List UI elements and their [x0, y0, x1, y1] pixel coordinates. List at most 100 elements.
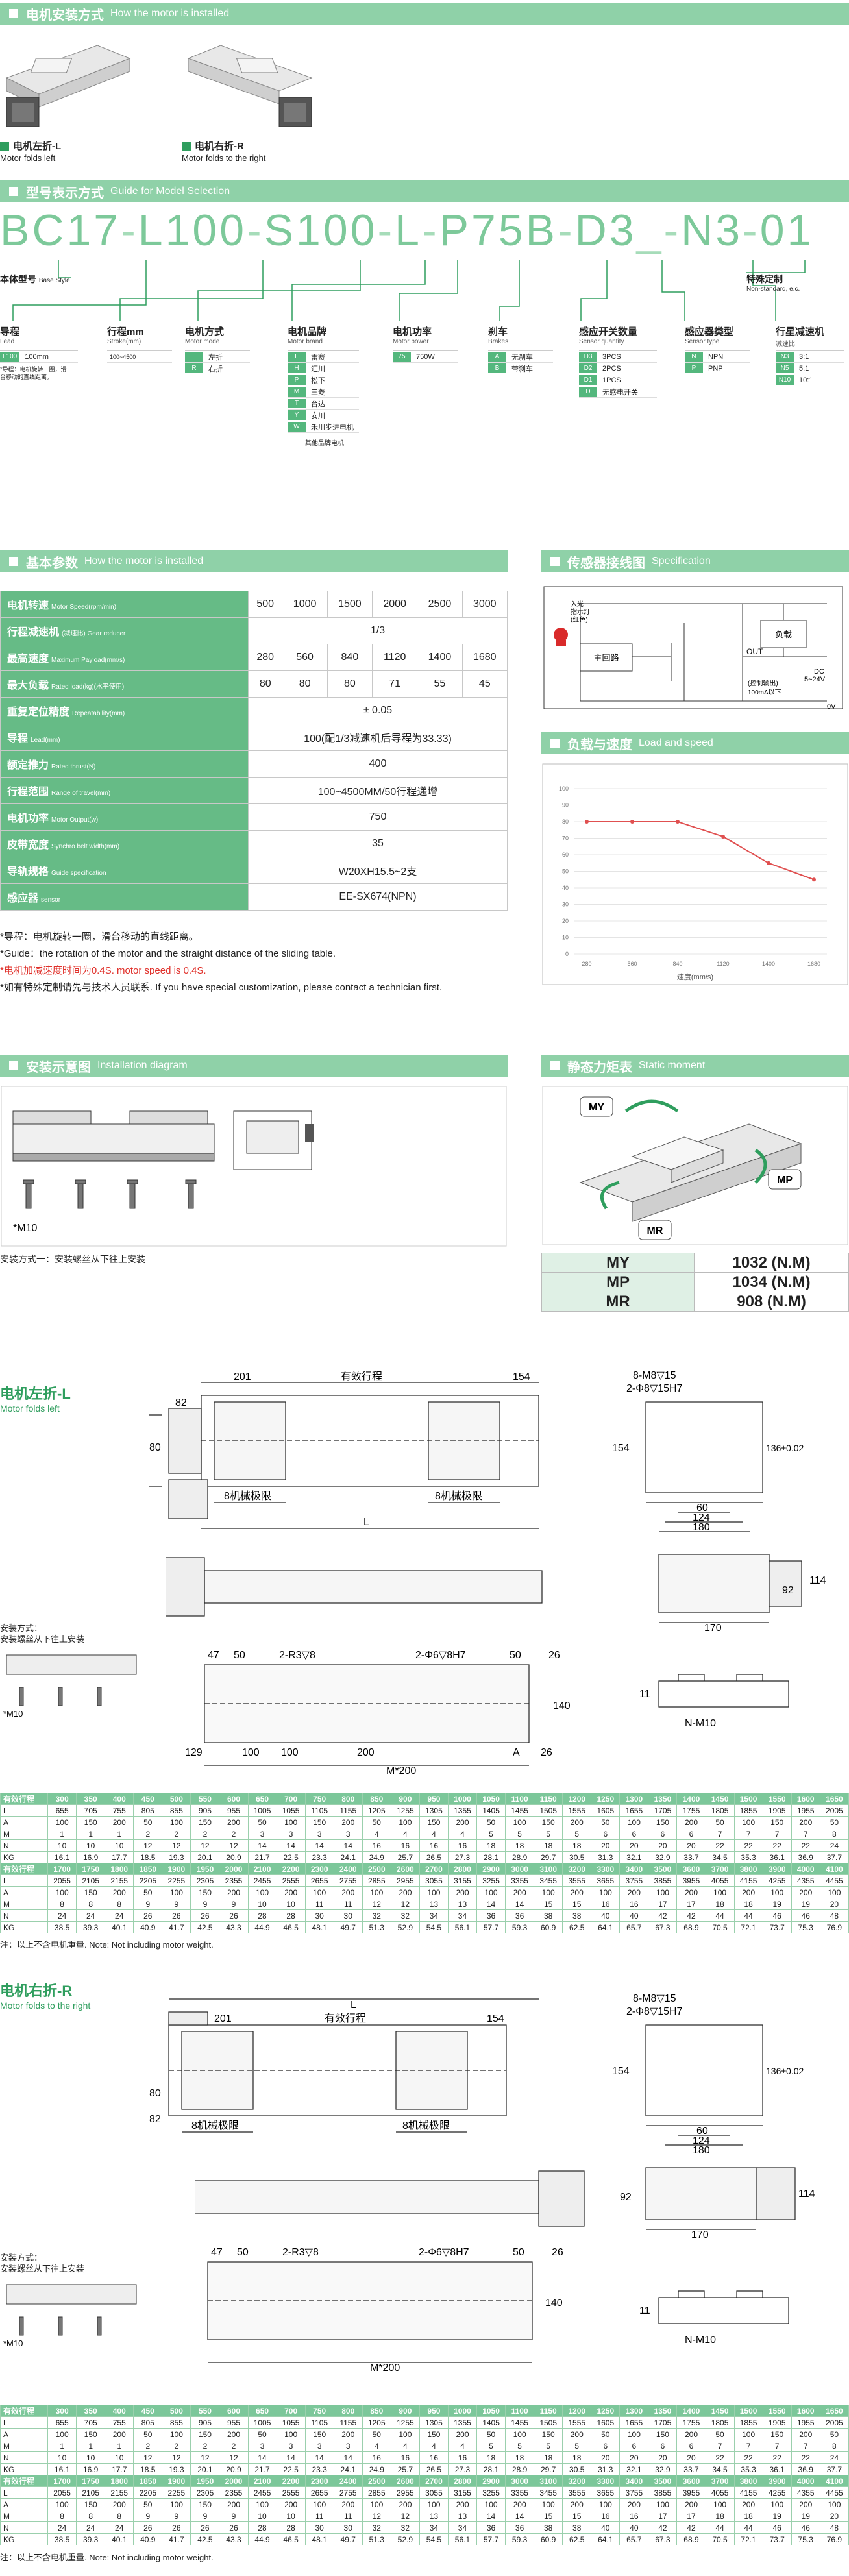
- dims-cell: 3500: [648, 1863, 678, 1875]
- dims-cell: 14: [247, 2451, 277, 2464]
- dims-cell: 36.9: [791, 2463, 820, 2475]
- moment-my-tag: MY: [589, 1102, 604, 1113]
- dims-cell: 32.1: [619, 2463, 649, 2475]
- dims-cell: 3455: [534, 1874, 563, 1887]
- dims-cell: 100: [733, 1816, 763, 1828]
- dims-cell: 1500: [733, 1793, 763, 1805]
- option-code: L: [185, 352, 203, 362]
- dims-cell: 200: [447, 1886, 478, 1898]
- dims-cell: 18: [505, 1839, 535, 1852]
- dims-cell: 12: [133, 1839, 163, 1852]
- option-value: 汇川: [311, 365, 325, 373]
- dim-100b: 100: [281, 1747, 299, 1758]
- dims-cell: 2: [190, 2440, 220, 2452]
- dims-cell: 17: [676, 1898, 706, 1910]
- dims-cell: 2100: [247, 2475, 277, 2487]
- dims-cell: 19: [791, 1898, 820, 1910]
- dims-cell: 3255: [476, 1874, 506, 1887]
- mount-diagram: *M10: [1, 1086, 507, 1247]
- dims-cell: 200: [676, 2498, 706, 2510]
- dims-cell: 705: [76, 1804, 106, 1817]
- chart-ytick-label: 30: [562, 902, 569, 908]
- option-code: D: [579, 387, 597, 397]
- brand-en: Motor brand: [288, 338, 323, 345]
- dims-cell: 3800: [733, 2475, 763, 2487]
- dims-cell: 32: [390, 2521, 420, 2534]
- sensor-title-en: Specification: [652, 556, 711, 567]
- dims-cell: 7: [791, 1828, 820, 1840]
- dims-cell: 23.3: [304, 1851, 334, 1863]
- dims-row-label: KG: [0, 2463, 49, 2475]
- dims-cell: 150: [419, 1816, 449, 1828]
- dims-cell: 3700: [705, 1863, 735, 1875]
- mount-title-en: Installation diagram: [97, 1060, 188, 1071]
- dims-cell: 38.5: [47, 2533, 77, 2545]
- r-dim-mstar: M*200: [370, 2362, 400, 2372]
- dims-cell: 4155: [733, 1874, 763, 1887]
- dims-cell: 36: [505, 2521, 535, 2534]
- dims-cell: 1455: [505, 2416, 535, 2429]
- spec-label: 行程减速机(减速比) Gear reducer: [0, 617, 249, 644]
- dim-60: 60: [696, 1503, 708, 1514]
- stroke-option[interactable]: 100~4500: [107, 351, 172, 363]
- dims-cell: 2855: [362, 2486, 391, 2499]
- dims-cell: 900: [390, 2405, 420, 2417]
- dims-cell: 2955: [390, 1874, 420, 1887]
- model-code-separator: _: [636, 206, 664, 255]
- option-value: 雷赛: [311, 353, 325, 362]
- dims-cell: 18: [705, 1898, 735, 1910]
- dims-cell: 400: [105, 1793, 134, 1805]
- chart-point: [676, 820, 680, 824]
- install-title: 电机安装方式: [26, 8, 104, 23]
- dims-cell: 4255: [762, 2486, 792, 2499]
- right-drawing-end-view: 8-M8▽15 2-Φ8▽15H7 154 136±0.02 60 124 18…: [612, 1993, 804, 2156]
- dims-cell: 2: [219, 1828, 249, 1840]
- dims-cell: 38: [562, 2521, 592, 2534]
- basic-section-bar: 基本参数 How the motor is installed: [0, 550, 508, 572]
- dims-cell: 200: [733, 2498, 763, 2510]
- moment-key: MY: [541, 1253, 695, 1273]
- spec-value: 1000: [282, 591, 328, 618]
- dims-cell: 62.5: [562, 2533, 592, 2545]
- dims-cell: 10: [276, 1898, 306, 1910]
- dims-cell: 43.3: [219, 2533, 249, 2545]
- dims-cell: 1750: [76, 1863, 106, 1875]
- dims-cell: 7: [733, 2440, 763, 2452]
- dims-cell: 1405: [476, 1804, 506, 1817]
- r-dim-92: 92: [620, 2192, 632, 2203]
- r-dim-hole-2: 2-Φ8▽15H7: [626, 2006, 683, 2017]
- dims-cell: 2700: [419, 2475, 449, 2487]
- dims-cell: 200: [676, 2428, 706, 2440]
